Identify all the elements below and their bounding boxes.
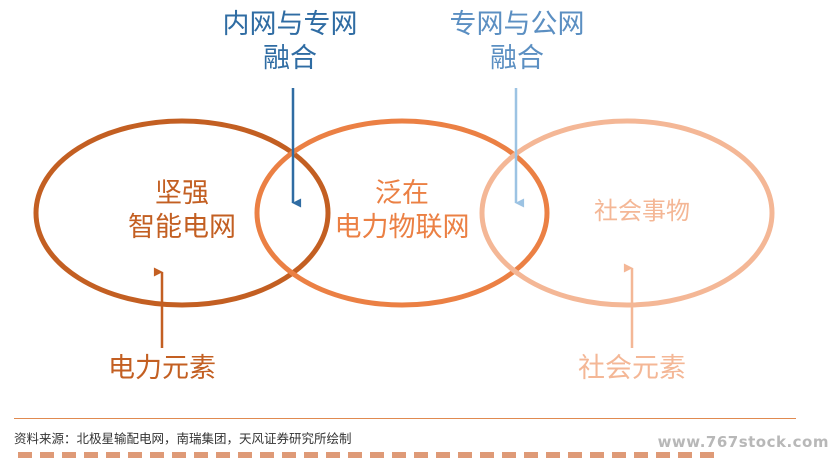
label-ubiquitous-iot: 泛在 电力物联网: [312, 177, 492, 245]
label-social-elements: 社会元素: [578, 353, 686, 384]
label-smart-grid-line1: 坚强: [155, 178, 209, 209]
label-power-elements: 电力元素: [108, 353, 216, 384]
label-internal-private-fusion: 内网与专网 融合: [205, 8, 375, 76]
label-iot-line2: 电力物联网: [334, 211, 470, 243]
circle-iot: [254, 118, 550, 308]
cutoff-next-line: [18, 452, 718, 458]
label-iot-line1: 泛在: [375, 178, 429, 209]
circle-smart-grid: [33, 118, 331, 308]
label-private-public-line1: 专网与公网: [449, 9, 585, 40]
footer-divider: [14, 418, 796, 419]
label-internal-private-line1: 内网与专网: [222, 9, 358, 40]
label-smart-grid-line2: 智能电网: [128, 211, 236, 243]
label-smart-grid: 坚强 智能电网: [92, 177, 272, 245]
watermark: www.767stock.com: [657, 433, 829, 451]
source-note: 资料来源：北极星输配电网，南瑞集团，天风证券研究所绘制: [14, 431, 352, 446]
label-social-things: 社会事物: [567, 196, 717, 226]
label-internal-private-line2: 融合: [263, 42, 317, 74]
venn-diagram: [33, 88, 775, 348]
label-private-public-fusion: 专网与公网 融合: [432, 8, 602, 76]
label-social-things-text: 社会事物: [594, 197, 690, 225]
circle-social: [479, 118, 775, 308]
label-private-public-line2: 融合: [490, 42, 544, 74]
